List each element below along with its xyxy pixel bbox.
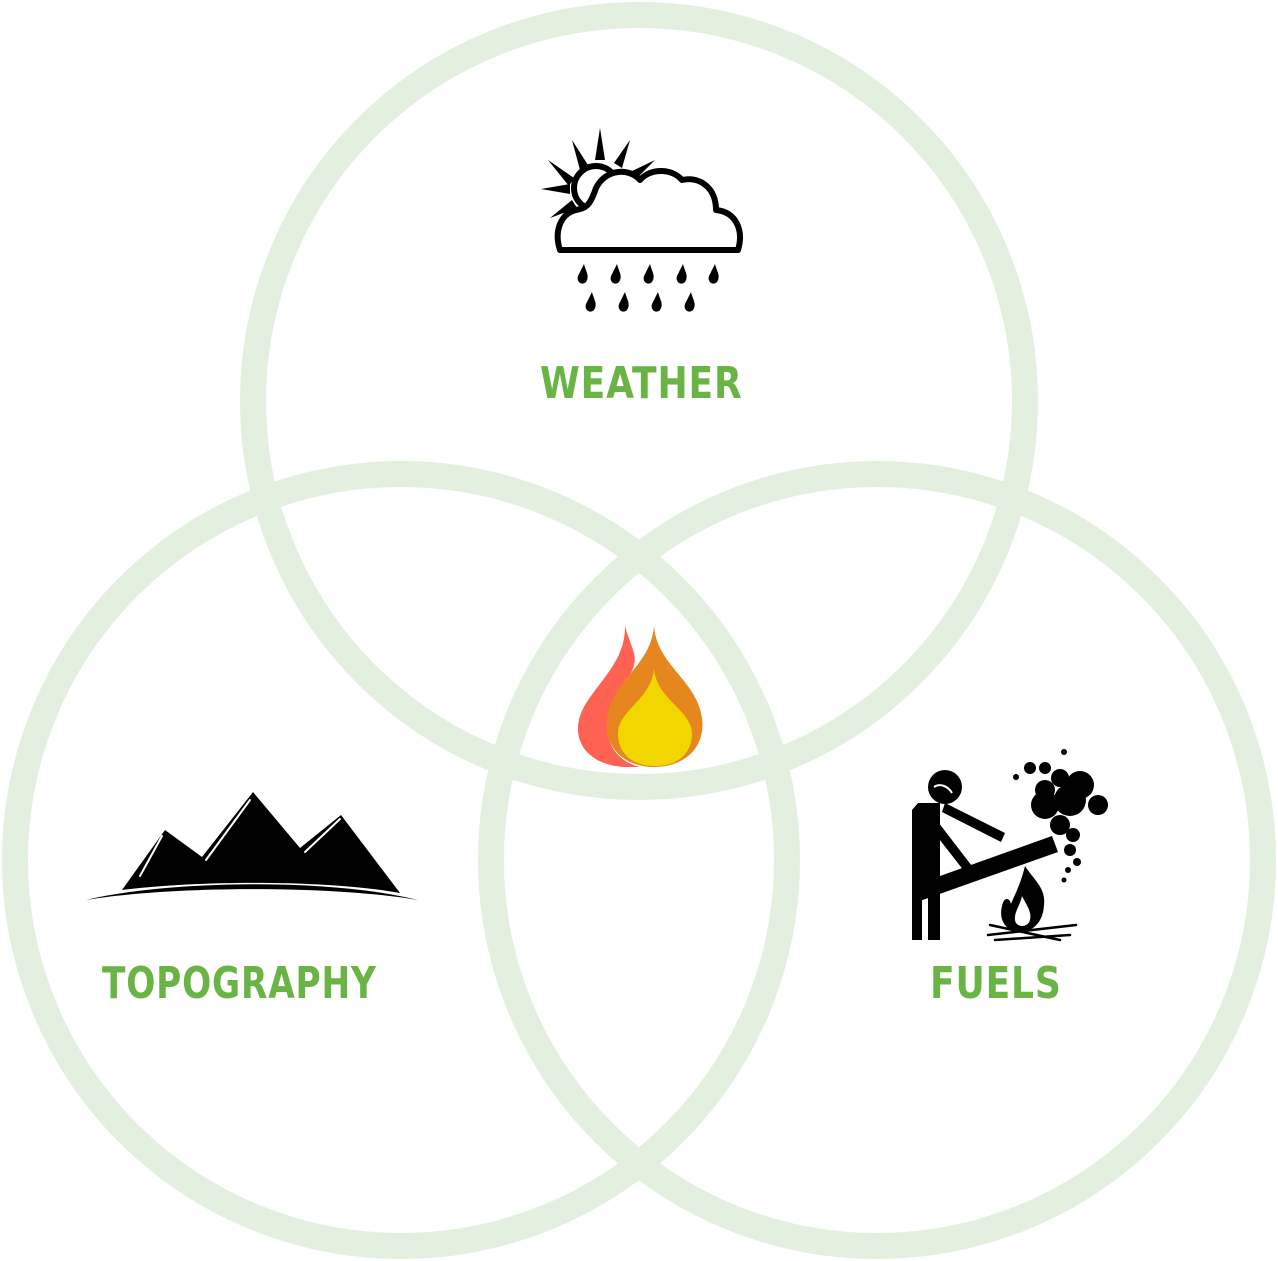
topography-label: TOPOGRAPHY: [102, 958, 377, 1009]
mountains-icon: [86, 792, 418, 900]
weather-label: WEATHER: [540, 358, 743, 409]
topography-circle: [2, 461, 800, 1259]
sun-cloud-rain-icon: [541, 128, 743, 312]
weather-circle: [240, 2, 1038, 800]
fuels-circle: [478, 461, 1276, 1259]
fuels-label: FUELS: [930, 958, 1062, 1009]
flame-icon: [577, 625, 703, 768]
person-adding-log-to-fire-icon: [912, 749, 1108, 942]
